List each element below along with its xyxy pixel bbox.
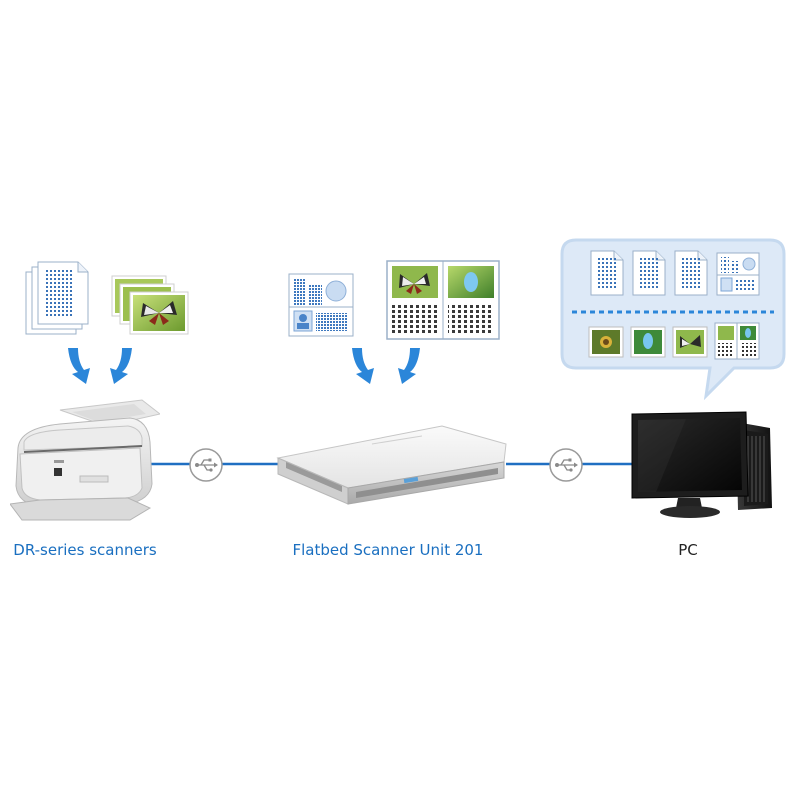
scanned-photo-icon <box>588 326 624 358</box>
arrow-down-icon <box>352 348 374 384</box>
arrow-down-icon <box>398 348 420 384</box>
scanned-id-document-icon <box>716 252 760 296</box>
id-card-document-icon <box>288 273 354 337</box>
arrow-down-icon <box>68 348 90 384</box>
scanned-photo-icon <box>630 326 666 358</box>
scanned-document-icon <box>632 250 666 296</box>
document-stack-icon <box>25 261 89 335</box>
photo-stack-icon <box>111 275 189 335</box>
arrow-down-icon <box>110 348 132 384</box>
usb-icon <box>189 448 223 482</box>
pc-computer-device <box>631 411 772 518</box>
dr-scanner-device <box>10 399 160 521</box>
scanned-photo-icon <box>672 326 708 358</box>
usb-icon <box>549 448 583 482</box>
open-book-icon <box>386 260 500 340</box>
scanned-document-icon <box>590 250 624 296</box>
node-label-pc: PC <box>678 541 698 559</box>
scanned-document-icon <box>674 250 708 296</box>
flatbed-scanner-device <box>276 425 507 505</box>
scanned-book-page-icon <box>714 322 760 360</box>
node-label-dr-scanners: DR-series scanners <box>13 541 157 559</box>
node-label-flatbed-scanner: Flatbed Scanner Unit 201 <box>292 541 484 559</box>
